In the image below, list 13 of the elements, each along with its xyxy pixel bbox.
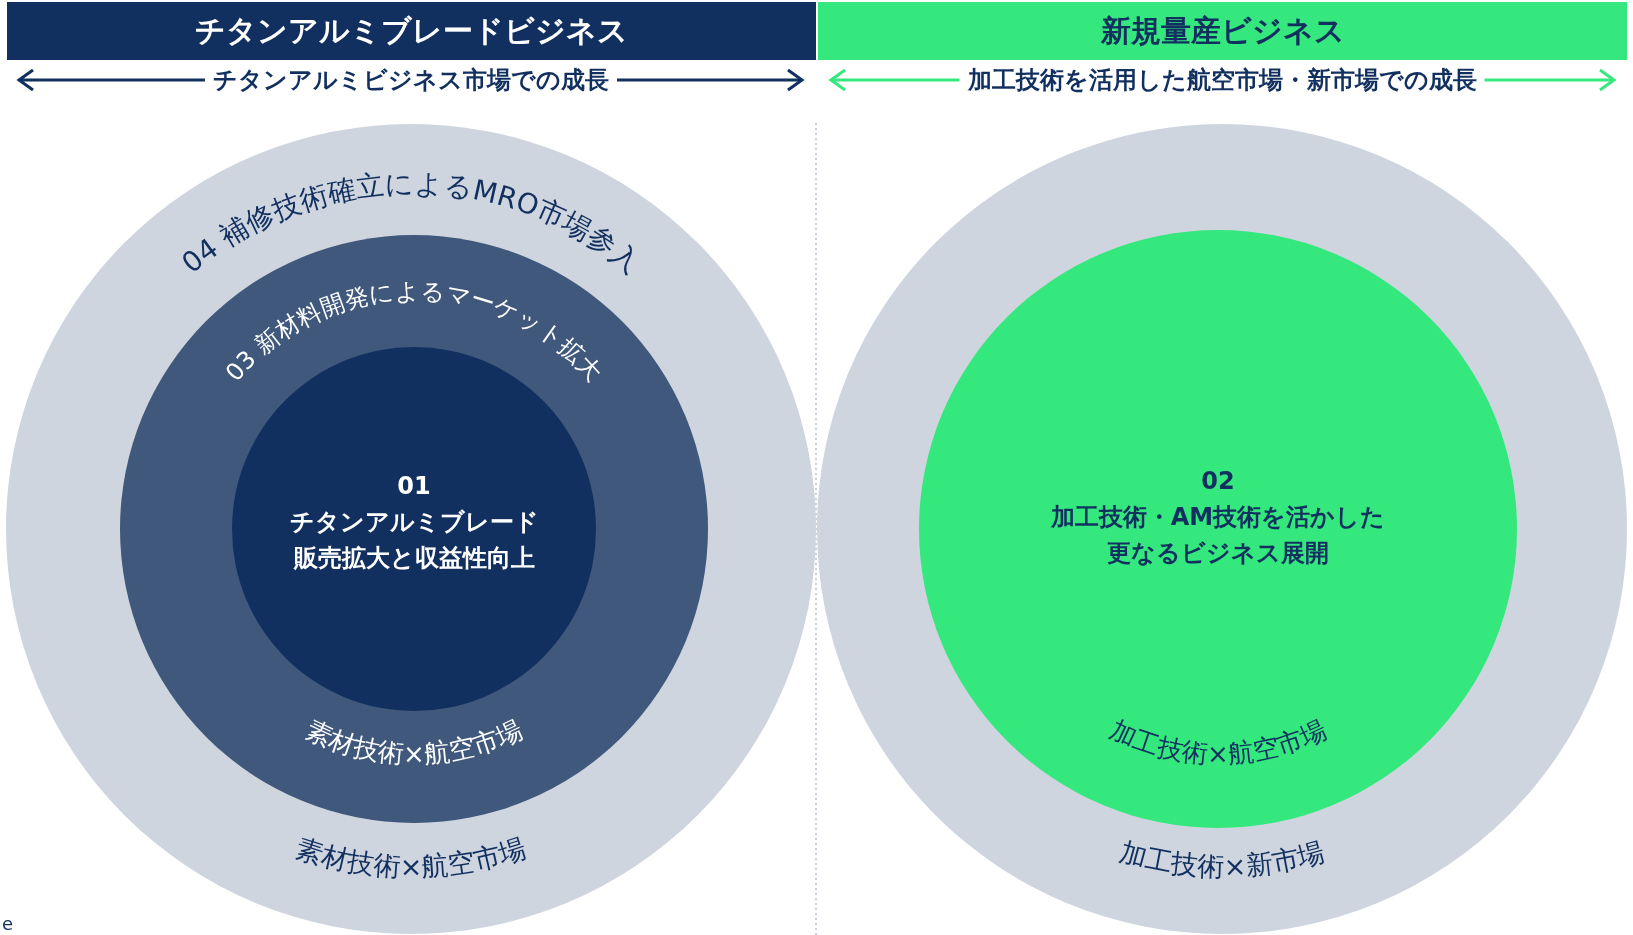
header-bar — [818, 2, 1627, 60]
ring-label: 加工技術×航空市場 — [1105, 713, 1331, 770]
arrow-label: 加工技術を活用した航空市場・新市場での成長 — [959, 64, 1485, 96]
number-label: 01 — [397, 470, 431, 502]
ring-label: 素材技術×航空市場 — [301, 713, 527, 770]
header-bar — [7, 2, 816, 60]
ring-label: 素材技術×航空市場 — [292, 832, 530, 883]
circle-text: 加工技術・AM技術を活かした更なるビジネス展開 — [1049, 502, 1387, 570]
circle-text: チタンアルミブレード販売拡大と収益性向上 — [288, 506, 540, 574]
number-label: 02 — [1201, 466, 1235, 498]
ring-label: 加工技術×新市場 — [1116, 836, 1328, 883]
header-title: 新規量産ビジネス — [1100, 11, 1345, 50]
header-title: チタンアルミブレードビジネス — [195, 11, 628, 50]
